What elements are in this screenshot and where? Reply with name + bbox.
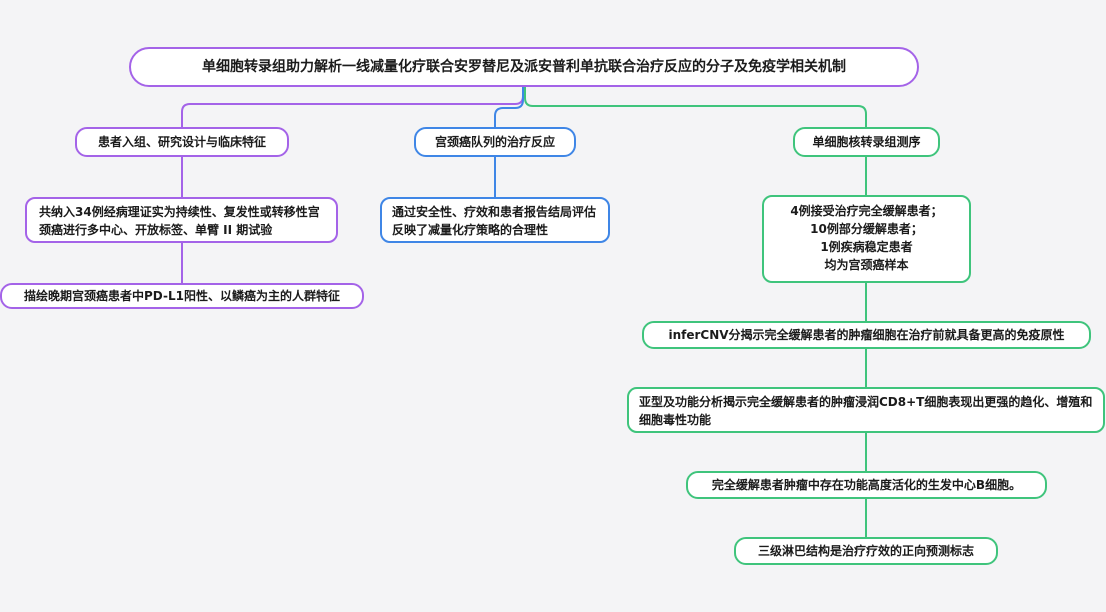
sample-type-line: 均为宫颈癌样本 xyxy=(824,258,909,272)
branch-treatment-response-label: 宫颈癌队列的治疗反应 xyxy=(434,135,555,149)
node-population-text: 描绘晚期宫颈癌患者中PD-L1阳性、以鳞癌为主的人群特征 xyxy=(24,289,340,303)
node-infercnv-text: inferCNV分揭示完全缓解患者的肿瘤细胞在治疗前就具备更高的免疫原性 xyxy=(668,328,1065,342)
node-gc-b-cells[interactable]: 完全缓解患者肿瘤中存在功能高度活化的生发中心B细胞。 xyxy=(686,471,1047,499)
node-safety-efficacy-text: 通过安全性、疗效和患者报告结局评估反映了减量化疗策略的合理性 xyxy=(392,205,597,237)
branch-snrna-seq-label: 单细胞核转录组测序 xyxy=(812,135,921,149)
root-node[interactable]: 单细胞转录组助力解析一线减量化疗联合安罗替尼及派安普利单抗联合治疗反应的分子及免… xyxy=(129,47,919,87)
link-root-blue xyxy=(494,86,524,128)
branch-snrna-seq[interactable]: 单细胞核转录组测序 xyxy=(793,127,940,157)
node-tls-marker[interactable]: 三级淋巴结构是治疗疗效的正向预测标志 xyxy=(734,537,998,565)
node-gc-b-cells-text: 完全缓解患者肿瘤中存在功能高度活化的生发中心B细胞。 xyxy=(711,478,1022,492)
node-cd8-t-cells-text: 亚型及功能分析揭示完全缓解患者的肿瘤浸润CD8+T细胞表现出更强的趋化、增殖和细… xyxy=(639,395,1093,427)
branch-enrollment-label: 患者入组、研究设计与临床特征 xyxy=(97,135,266,149)
node-tls-marker-text: 三级淋巴结构是治疗疗效的正向预测标志 xyxy=(757,544,974,558)
link-root-purple xyxy=(181,86,524,128)
sample-pr-line: 10例部分缓解患者； xyxy=(810,222,923,236)
node-trial-design-text: 共纳入34例经病理证实为持续性、复发性或转移性宫颈癌进行多中心、开放标签、单臂 … xyxy=(39,205,320,237)
sample-cr-line: 4例接受治疗完全缓解患者； xyxy=(790,204,943,218)
node-population[interactable]: 描绘晚期宫颈癌患者中PD-L1阳性、以鳞癌为主的人群特征 xyxy=(0,283,364,309)
root-title: 单细胞转录组助力解析一线减量化疗联合安罗替尼及派安普利单抗联合治疗反应的分子及免… xyxy=(202,59,846,75)
node-cd8-t-cells[interactable]: 亚型及功能分析揭示完全缓解患者的肿瘤浸润CD8+T细胞表现出更强的趋化、增殖和细… xyxy=(627,387,1105,433)
node-safety-efficacy[interactable]: 通过安全性、疗效和患者报告结局评估反映了减量化疗策略的合理性 xyxy=(380,197,610,243)
branch-enrollment[interactable]: 患者入组、研究设计与临床特征 xyxy=(75,127,289,157)
link-root-green xyxy=(524,86,867,128)
node-infercnv[interactable]: inferCNV分揭示完全缓解患者的肿瘤细胞在治疗前就具备更高的免疫原性 xyxy=(642,321,1091,349)
branch-treatment-response[interactable]: 宫颈癌队列的治疗反应 xyxy=(414,127,576,157)
sample-sd-line: 1例疾病稳定患者 xyxy=(820,240,913,254)
node-trial-design[interactable]: 共纳入34例经病理证实为持续性、复发性或转移性宫颈癌进行多中心、开放标签、单臂 … xyxy=(25,197,338,243)
node-sample-cohort[interactable]: 4例接受治疗完全缓解患者； 10例部分缓解患者； 1例疾病稳定患者 均为宫颈癌样… xyxy=(762,195,971,283)
